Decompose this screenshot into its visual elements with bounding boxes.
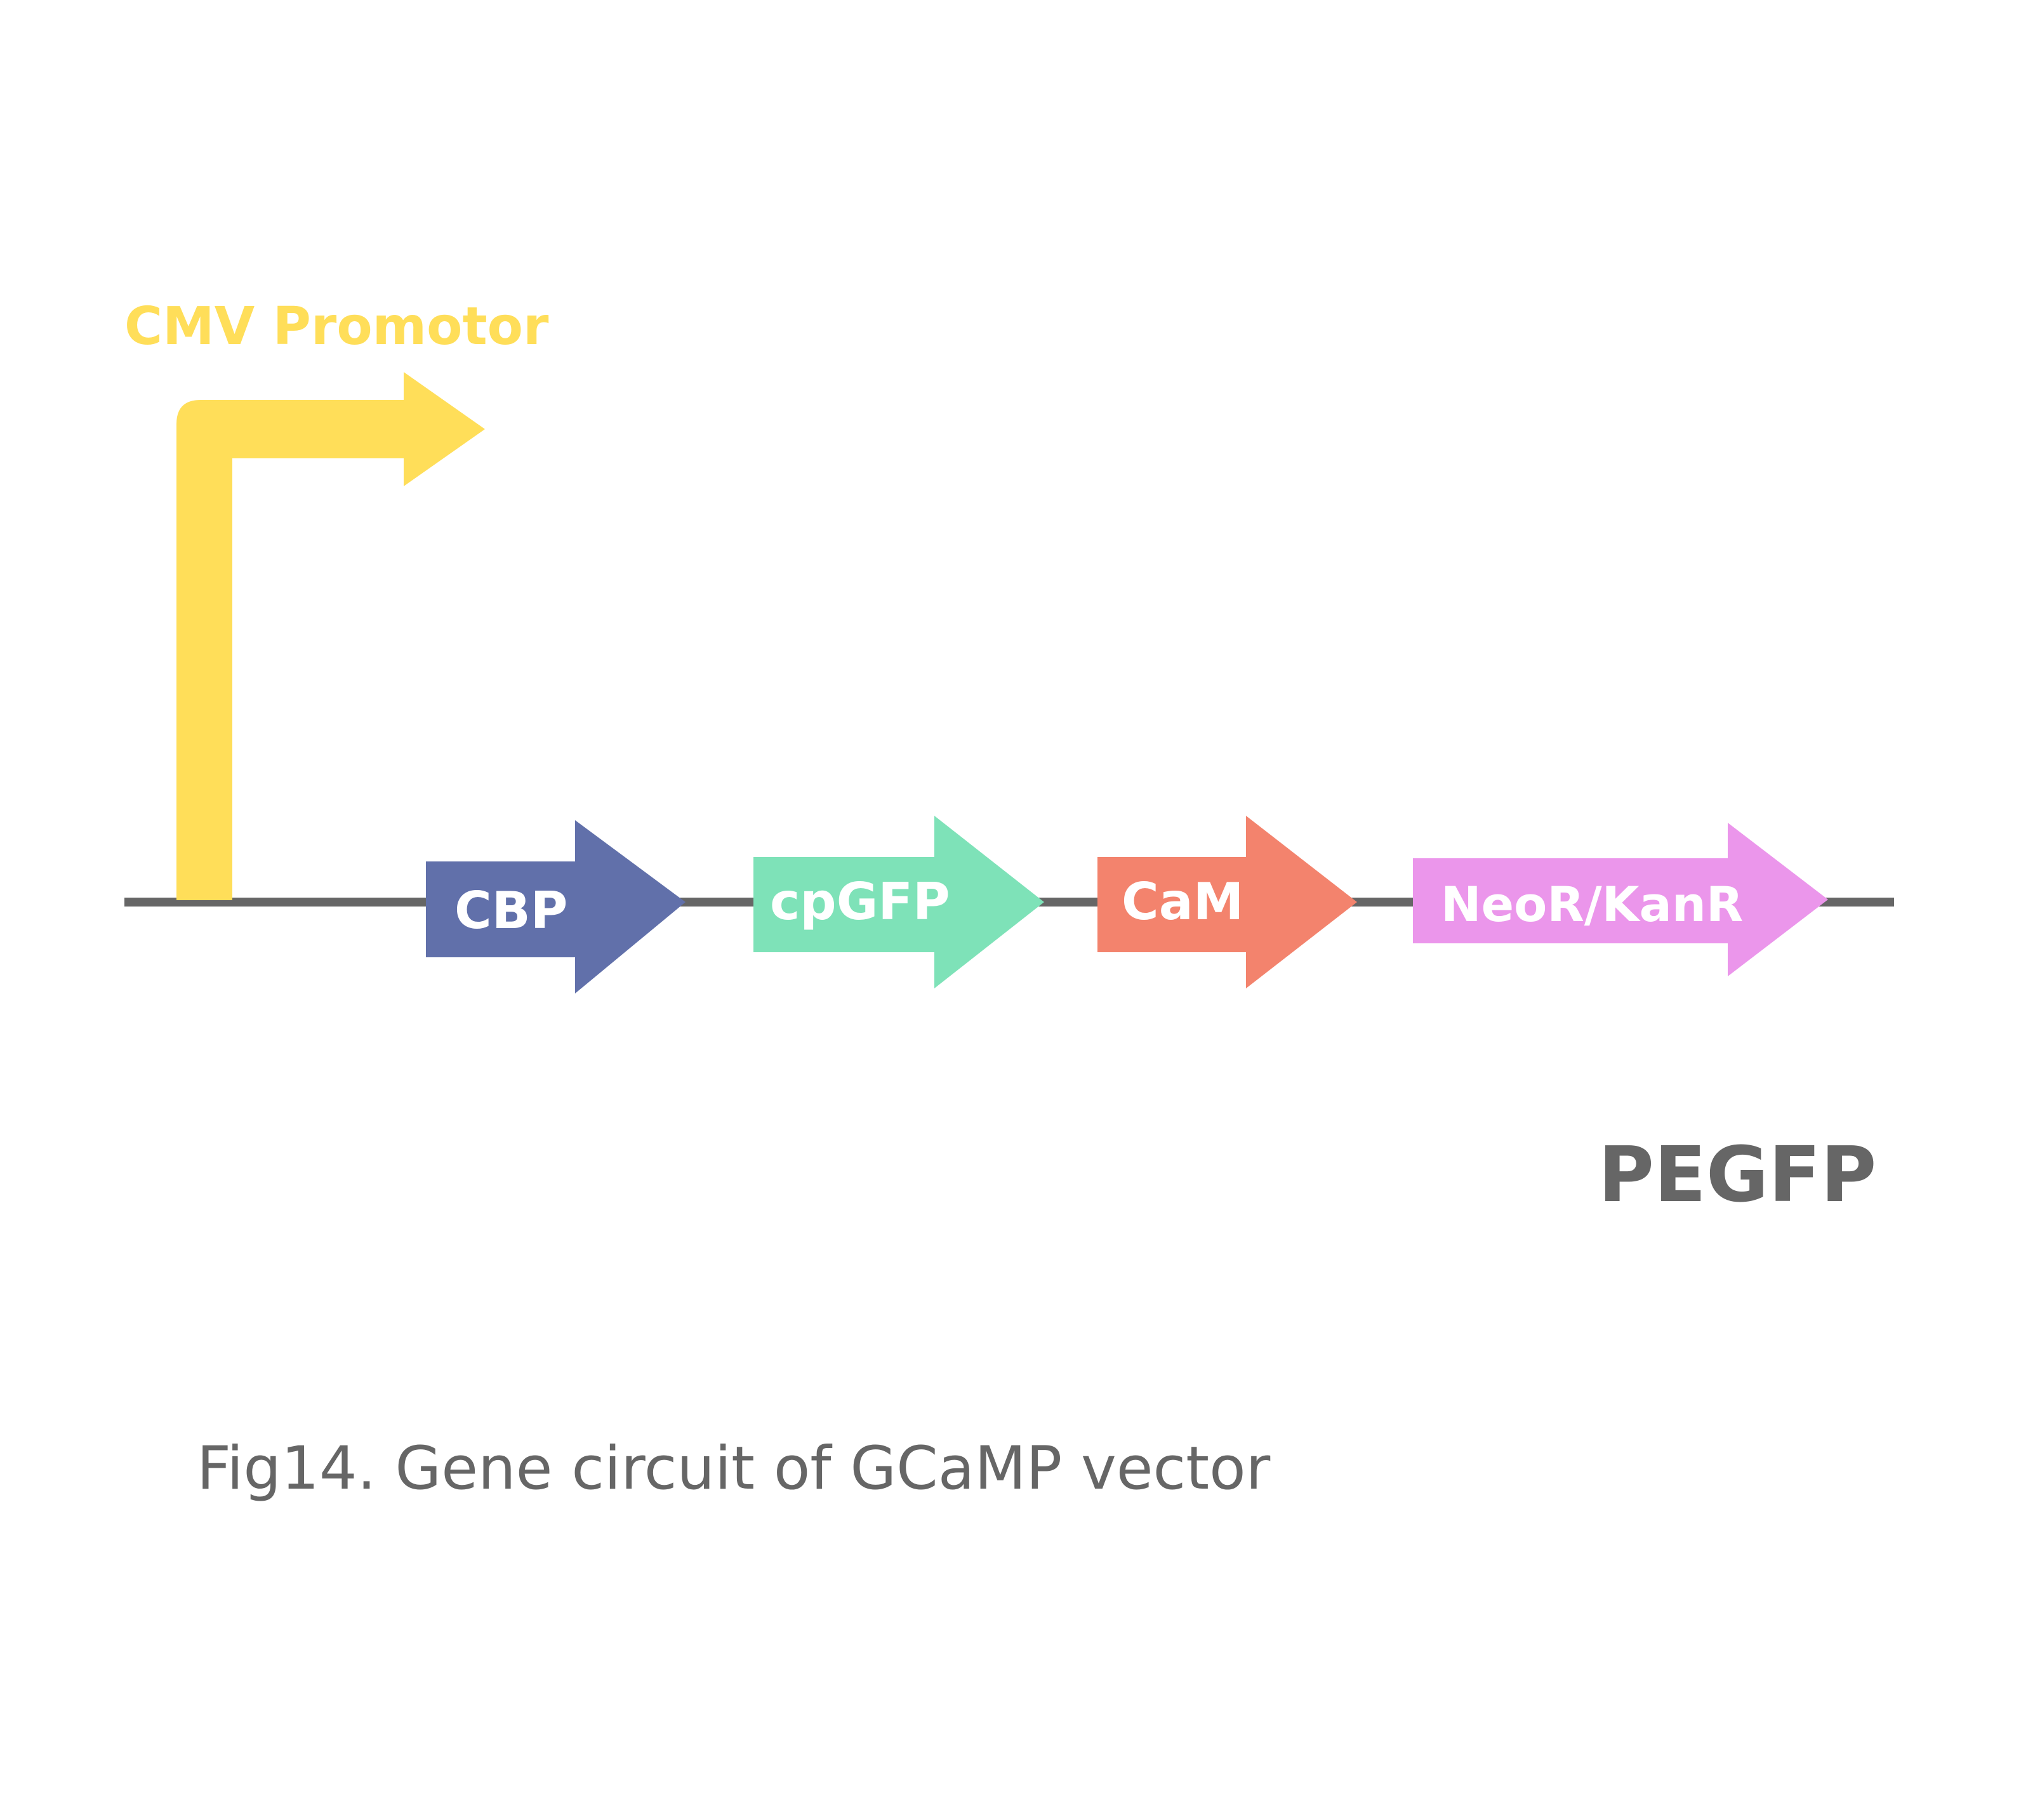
figure-caption: Fig14. Gene circuit of GCaMP vector — [197, 1434, 1271, 1503]
gene-arrow-icon — [1413, 823, 1828, 976]
gene-cpgfp: cpGFP — [753, 816, 1044, 988]
gene-label: cpGFP — [770, 872, 950, 931]
gene-label: CBP — [454, 881, 567, 940]
gene-arrow-icon — [426, 820, 686, 993]
gene-arrow-icon — [753, 816, 1044, 988]
promoter-arrow-icon — [176, 372, 485, 900]
gene-label: CaM — [1122, 872, 1243, 931]
gene-cam: CaM — [1097, 816, 1357, 988]
vector-name: PEGFP — [1598, 1131, 1876, 1219]
gene-cbp: CBP — [426, 820, 686, 993]
gene-neor-kanr: NeoR/KanR — [1413, 823, 1828, 976]
promoter-bent-arrow — [176, 372, 485, 900]
gene-arrow-icon — [1097, 816, 1357, 988]
promoter-label: CMV Promotor — [124, 296, 549, 357]
gene-label: NeoR/KanR — [1441, 876, 1743, 933]
